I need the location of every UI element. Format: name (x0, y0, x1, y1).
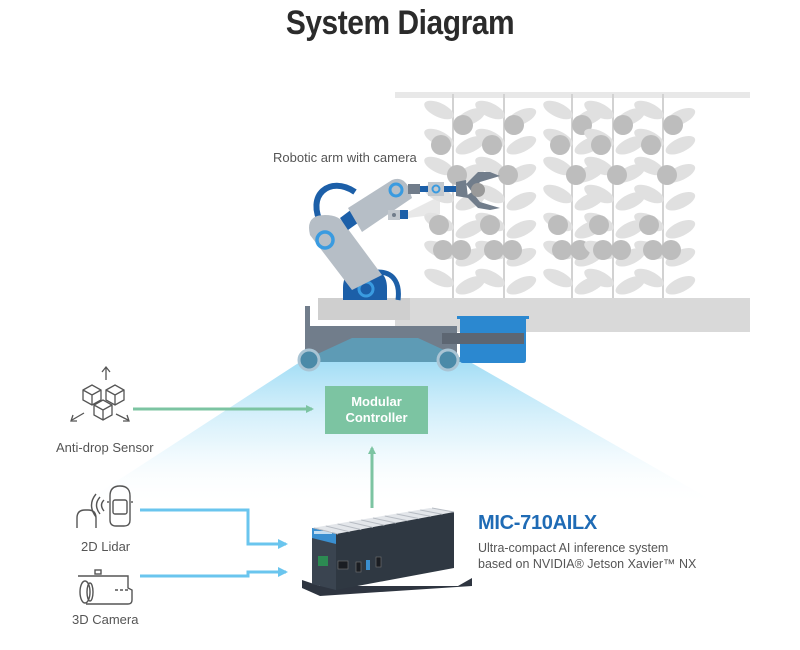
fruit-icon (643, 240, 663, 260)
heatsink-fin (372, 517, 397, 524)
product-description: Ultra-compact AI inference system based … (478, 540, 758, 572)
controller-line-2: Controller (345, 410, 408, 425)
plant-icon (424, 94, 486, 298)
plant-rows (424, 94, 696, 298)
edge-computer-icon (302, 507, 472, 596)
fruit-icon (611, 240, 631, 260)
fruit-icon (657, 165, 677, 185)
fruit-icon (484, 240, 504, 260)
fruit-icon (431, 135, 451, 155)
fruit-icon (429, 215, 449, 235)
plant-icon (634, 94, 696, 298)
fruit-icon (504, 115, 524, 135)
fruit-icon (607, 165, 627, 185)
product-desc-line-2: based on NVIDIA® Jetson Xavier™ NX (478, 557, 697, 571)
fruit-icon (663, 115, 683, 135)
heatsink-fin (431, 507, 455, 513)
product-desc-line-1: Ultra-compact AI inference system (478, 541, 669, 555)
heatsink-fin (325, 525, 350, 533)
camera-label: 3D Camera (72, 612, 139, 627)
fruit-icon (451, 240, 471, 260)
fruit-icon (593, 240, 613, 260)
robotic-arm-icon (309, 172, 500, 301)
fruit-icon (502, 240, 522, 260)
heatsink-fin (337, 523, 362, 531)
fruit-icon (661, 240, 681, 260)
anti-drop-sensor-label: Anti-drop Sensor (56, 440, 154, 455)
robotic-arm-label: Robotic arm with camera (273, 150, 417, 165)
modular-controller-box: Modular Controller (325, 386, 428, 434)
heatsink-fin (361, 519, 385, 526)
heatsink-fin (396, 513, 420, 520)
bullet-camera-icon (78, 569, 133, 605)
connection-arrows (133, 405, 376, 578)
fruit-icon (613, 115, 633, 135)
heatsink-fin (384, 515, 408, 522)
fruit-icon (550, 135, 570, 155)
heatsink-fin (349, 521, 373, 528)
fruit-icon (498, 165, 518, 185)
fruit-icon (639, 215, 659, 235)
cart (300, 298, 524, 362)
harvest-bin-icon (442, 316, 529, 363)
fruit-icon (480, 215, 500, 235)
heatsink-fins (313, 507, 455, 535)
fruit-icon (591, 135, 611, 155)
controller-line-1: Modular (351, 394, 402, 409)
fruit-icon (548, 215, 568, 235)
heatsink-fin (408, 511, 431, 517)
heatsink-fin (420, 509, 443, 515)
product-name: MIC-710AILX (478, 512, 597, 534)
fruit-icon (552, 240, 572, 260)
page-title: System Diagram (285, 4, 515, 42)
plant-icon (475, 94, 537, 298)
fruit-icon (589, 215, 609, 235)
car-lidar-icon (76, 485, 133, 528)
fruit-icon (453, 115, 473, 135)
fruit-icon (447, 165, 467, 185)
fruit-icon (433, 240, 453, 260)
cart-wheels (297, 348, 460, 372)
cubes-spread-icon (70, 365, 130, 422)
plant-icon (543, 94, 605, 298)
fruit-icon (641, 135, 661, 155)
lidar-label: 2D Lidar (81, 539, 131, 554)
plant-icon (584, 94, 646, 298)
fruit-icon (482, 135, 502, 155)
heatsink-fin (313, 527, 339, 535)
fruit-icon (566, 165, 586, 185)
camera-to-device-arrow (140, 567, 288, 578)
lidar-to-device-arrow (140, 508, 288, 549)
